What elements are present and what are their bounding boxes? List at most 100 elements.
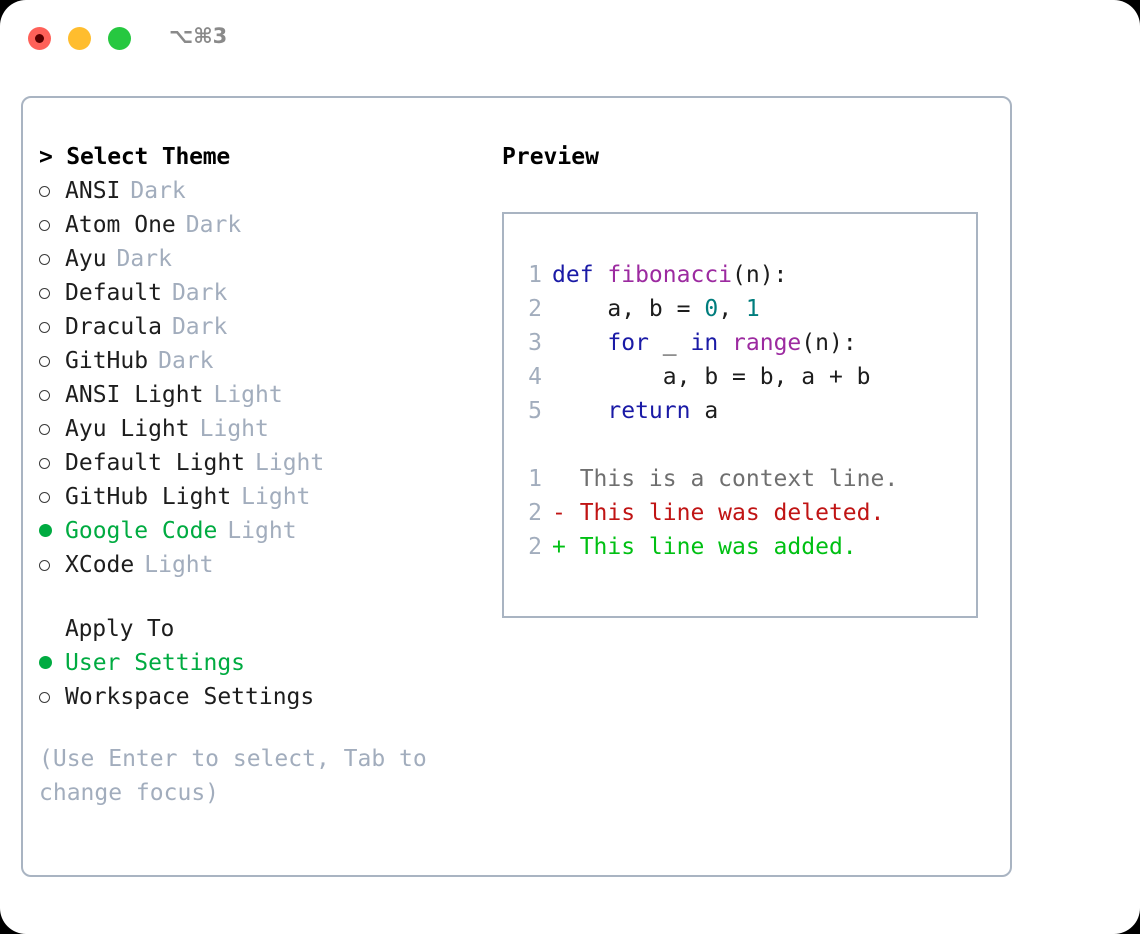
radio-unselected-icon[interactable] — [39, 548, 65, 582]
code-diff-spacer — [504, 428, 976, 462]
theme-mode-tag: Dark — [130, 178, 186, 204]
radio-ring — [39, 692, 50, 703]
theme-mode-tag: Dark — [171, 280, 228, 306]
diff-line: 2+ This line was added. — [504, 530, 976, 564]
code-token: in — [690, 330, 719, 356]
theme-list-item[interactable]: GitHub Light Light — [39, 480, 469, 514]
theme-name: GitHub Light — [65, 484, 232, 510]
line-number: 5 — [528, 398, 542, 424]
radio-ring — [39, 424, 50, 435]
theme-mode-tag: Dark — [158, 348, 214, 374]
theme-name: Google Code — [65, 518, 218, 544]
radio-unselected-icon[interactable] — [39, 310, 65, 344]
code-line: 3 for _ in range(n): — [504, 326, 976, 360]
theme-list-item[interactable]: Google Code Light — [39, 514, 469, 548]
theme-name: ANSI — [65, 178, 121, 204]
theme-list-item[interactable]: Ayu Dark — [39, 242, 469, 276]
radio-unselected-icon[interactable] — [39, 680, 65, 714]
theme-mode-tag: Light — [227, 518, 297, 544]
line-number: 1 — [528, 262, 542, 288]
theme-mode-tag: Dark — [185, 212, 242, 238]
theme-mode-tag: Light — [241, 484, 311, 510]
code-token: a, b = b, a + b — [552, 364, 871, 390]
code-token — [552, 330, 607, 356]
code-token: , — [718, 296, 746, 322]
radio-unselected-icon[interactable] — [39, 446, 65, 480]
maximize-window-button[interactable] — [108, 27, 131, 50]
theme-name: Dracula — [65, 314, 162, 340]
theme-mode-tag: Dark — [116, 246, 172, 272]
radio-ring — [39, 254, 50, 265]
diff-line: 1 This is a context line. — [504, 462, 976, 496]
radio-ring — [39, 356, 50, 367]
theme-name: Default — [65, 280, 162, 306]
radio-unselected-icon[interactable] — [39, 412, 65, 446]
radio-unselected-icon[interactable] — [39, 480, 65, 514]
radio-selected-icon[interactable] — [39, 646, 65, 680]
code-line: 4 a, b = b, a + b — [504, 360, 976, 394]
theme-list-title: > Select Theme — [39, 140, 469, 174]
radio-ring — [39, 390, 50, 401]
radio-unselected-icon[interactable] — [39, 208, 65, 242]
line-number: 2 — [528, 500, 542, 526]
theme-mode-tag: Light — [255, 450, 325, 476]
code-token: a, b = — [552, 296, 705, 322]
code-token: a — [690, 398, 719, 424]
line-number: 4 — [528, 364, 542, 390]
theme-list-item[interactable]: ANSI Dark — [39, 174, 469, 208]
apply-to-title: Apply To — [65, 616, 175, 642]
keyboard-shortcut-label: ⌥⌘3 — [169, 24, 228, 48]
theme-name: Ayu Light — [65, 416, 190, 442]
close-window-indicator-dot — [35, 34, 44, 43]
radio-ring — [39, 288, 50, 299]
radio-selected-icon[interactable] — [39, 514, 65, 548]
apply-to-item[interactable]: User Settings — [39, 646, 469, 680]
radio-unselected-icon[interactable] — [39, 378, 65, 412]
theme-name: XCode — [65, 552, 135, 578]
minimize-window-button[interactable] — [68, 27, 91, 50]
code-token: fibonacci — [607, 262, 733, 288]
theme-list-item[interactable]: ANSI Light Light — [39, 378, 469, 412]
apply-to-item[interactable]: Workspace Settings — [39, 680, 469, 714]
radio-ring — [39, 220, 50, 231]
preview-heading: Preview — [502, 144, 599, 170]
code-token: for — [607, 330, 649, 356]
diff-line: 2 - This line was deleted. — [504, 496, 976, 530]
radio-dot — [39, 524, 52, 537]
radio-dot — [39, 656, 52, 669]
code-token: range — [732, 330, 802, 356]
theme-list-item[interactable]: Default Dark — [39, 276, 469, 310]
line-number: 2 — [528, 534, 542, 560]
code-token: (n): — [801, 330, 857, 356]
code-token — [552, 398, 607, 424]
code-token: return — [607, 398, 691, 424]
code-token: _ — [648, 330, 691, 356]
theme-name: Ayu — [65, 246, 107, 272]
theme-list-item[interactable]: Atom One Dark — [39, 208, 469, 242]
radio-unselected-icon[interactable] — [39, 344, 65, 378]
radio-unselected-icon[interactable] — [39, 276, 65, 310]
radio-unselected-icon[interactable] — [39, 242, 65, 276]
radio-ring — [39, 322, 50, 333]
radio-ring — [39, 458, 50, 469]
code-line: 5 return a — [504, 394, 976, 428]
code-token: This is a context line. — [552, 466, 899, 492]
code-token — [718, 330, 732, 356]
theme-mode-tag: Light — [213, 382, 283, 408]
theme-name: Atom One — [65, 212, 176, 238]
line-number: 2 — [528, 296, 542, 322]
code-token: - This line was deleted. — [552, 500, 885, 526]
theme-name: ANSI Light — [65, 382, 204, 408]
radio-unselected-icon[interactable] — [39, 174, 65, 208]
code-token: (n): — [732, 262, 788, 288]
